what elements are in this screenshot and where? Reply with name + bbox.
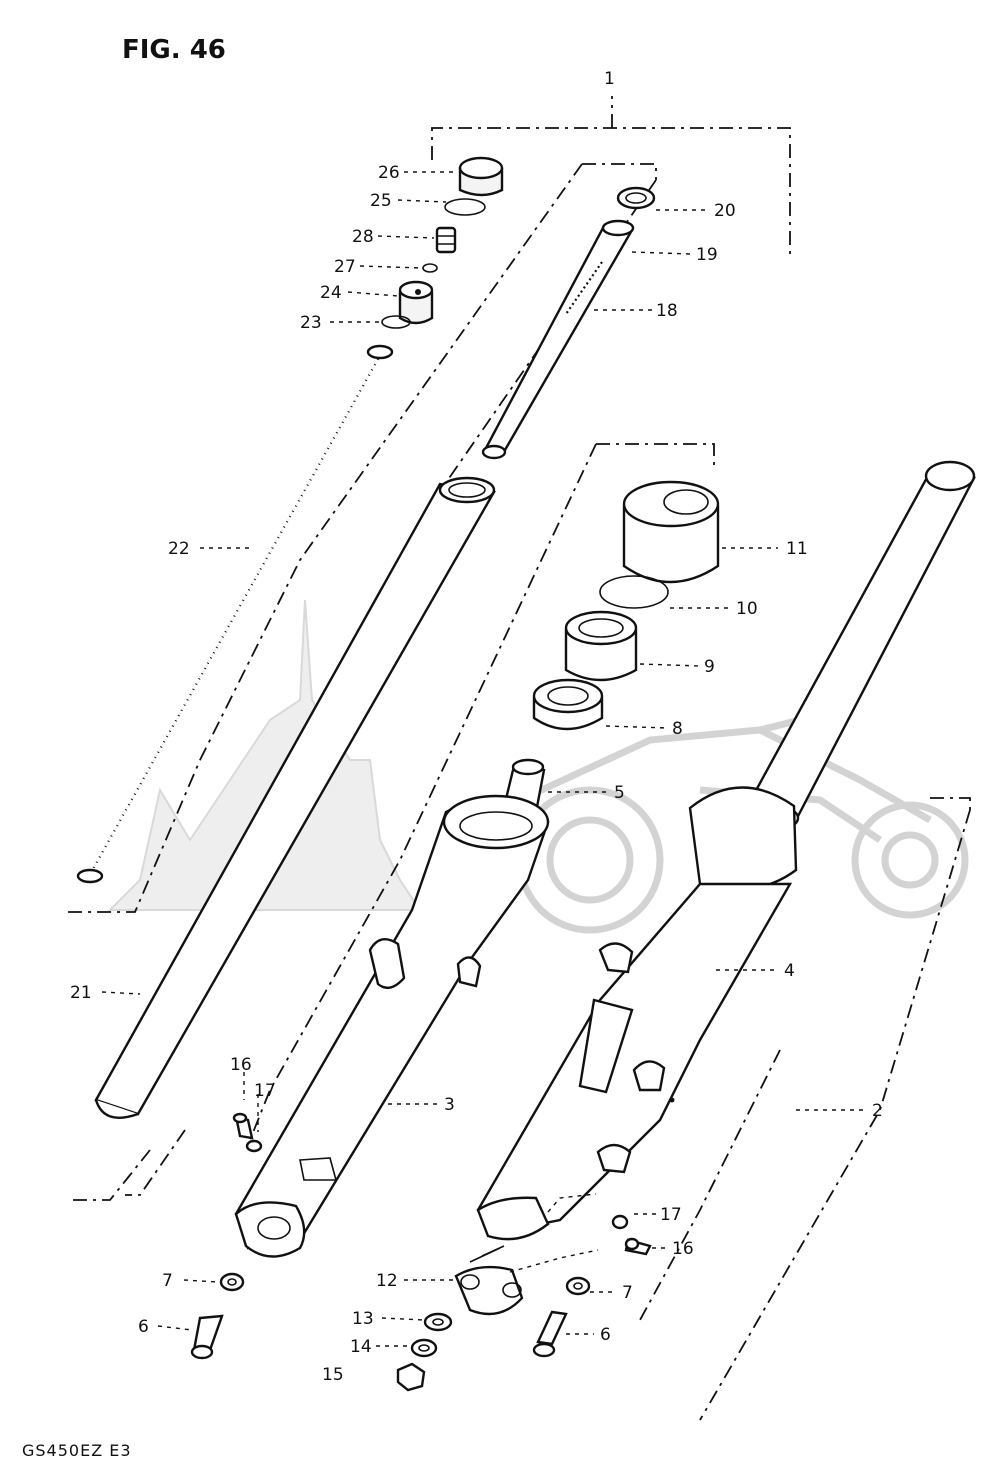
callout-4: 4	[784, 961, 795, 981]
part-25-o-ring	[444, 198, 486, 216]
part-4-outer-tube-right	[476, 460, 976, 1241]
callout-5: 5	[614, 783, 625, 803]
callout-24: 24	[320, 283, 342, 303]
callout-3: 3	[444, 1095, 455, 1115]
part-14-washer	[410, 1338, 438, 1358]
part-6-bolt-left	[190, 1314, 224, 1360]
callout-22: 22	[168, 539, 190, 559]
callout-17-left: 17	[254, 1081, 276, 1101]
part-12-axle-holder	[454, 1245, 524, 1316]
callout-25: 25	[370, 191, 392, 211]
callout-7-left: 7	[162, 1271, 173, 1291]
part-24-stopper	[398, 280, 434, 325]
part-16-bolt-left	[232, 1112, 254, 1140]
part-15-nut	[396, 1362, 426, 1392]
leader-lines	[101, 171, 864, 1347]
callout-9: 9	[704, 657, 715, 677]
callout-20: 20	[714, 201, 736, 221]
callout-labels: 1 2 3 4 5 6 6 7 7 8 9 10 11 12 13 14 15 …	[70, 69, 883, 1385]
part-7-washer-right	[565, 1276, 591, 1296]
callout-18: 18	[656, 301, 678, 321]
part-22-fork-spring	[76, 344, 394, 884]
callout-23: 23	[300, 313, 322, 333]
part-20-ring	[616, 186, 656, 210]
callout-7-right: 7	[622, 1283, 633, 1303]
callout-1: 1	[604, 69, 615, 89]
callout-27: 27	[334, 257, 356, 277]
part-11-dust-seal	[622, 480, 720, 584]
outer-tube-outline	[70, 443, 971, 1421]
part-17-washer-right	[611, 1214, 629, 1230]
callout-10: 10	[736, 599, 758, 619]
part-3-outer-tube-left	[234, 794, 550, 1258]
part-16-bolt-right	[624, 1237, 652, 1256]
callout-28: 28	[352, 227, 374, 247]
callout-15: 15	[322, 1365, 344, 1385]
callout-11: 11	[786, 539, 808, 559]
part-26-cap	[458, 156, 504, 197]
callout-21: 21	[70, 983, 92, 1003]
part-19-damper-rod	[481, 219, 635, 460]
callout-2: 2	[872, 1101, 883, 1121]
part-23-o-ring	[381, 315, 411, 329]
callout-16-left: 16	[230, 1055, 252, 1075]
callout-17-right: 17	[660, 1205, 682, 1225]
callout-13: 13	[352, 1309, 374, 1329]
part-18-rebound-spring	[565, 261, 603, 315]
callout-8: 8	[672, 719, 683, 739]
callout-16-right: 16	[672, 1239, 694, 1259]
part-27-ring	[422, 263, 438, 273]
part-28-valve	[435, 226, 457, 254]
part-8-washer	[532, 678, 604, 731]
part-6-bolt-right	[532, 1310, 568, 1358]
part-7-washer-left	[219, 1272, 245, 1292]
watermark-castle	[107, 599, 422, 911]
model-code: GS450EZ E3	[22, 1441, 132, 1460]
callout-19: 19	[696, 245, 718, 265]
callout-14: 14	[350, 1337, 372, 1357]
callout-6-right: 6	[600, 1325, 611, 1345]
part-9-oil-seal	[564, 610, 638, 682]
part-10-circlip	[599, 575, 669, 609]
figure-title: FIG. 46	[122, 35, 226, 65]
part-21-inner-tube	[94, 476, 496, 1119]
part-13-washer	[423, 1312, 453, 1332]
callout-26: 26	[378, 163, 400, 183]
callout-6-left: 6	[138, 1317, 149, 1337]
assembly-bracket-1	[431, 96, 791, 260]
callout-12: 12	[376, 1271, 398, 1291]
part-17-washer-left	[245, 1139, 263, 1153]
